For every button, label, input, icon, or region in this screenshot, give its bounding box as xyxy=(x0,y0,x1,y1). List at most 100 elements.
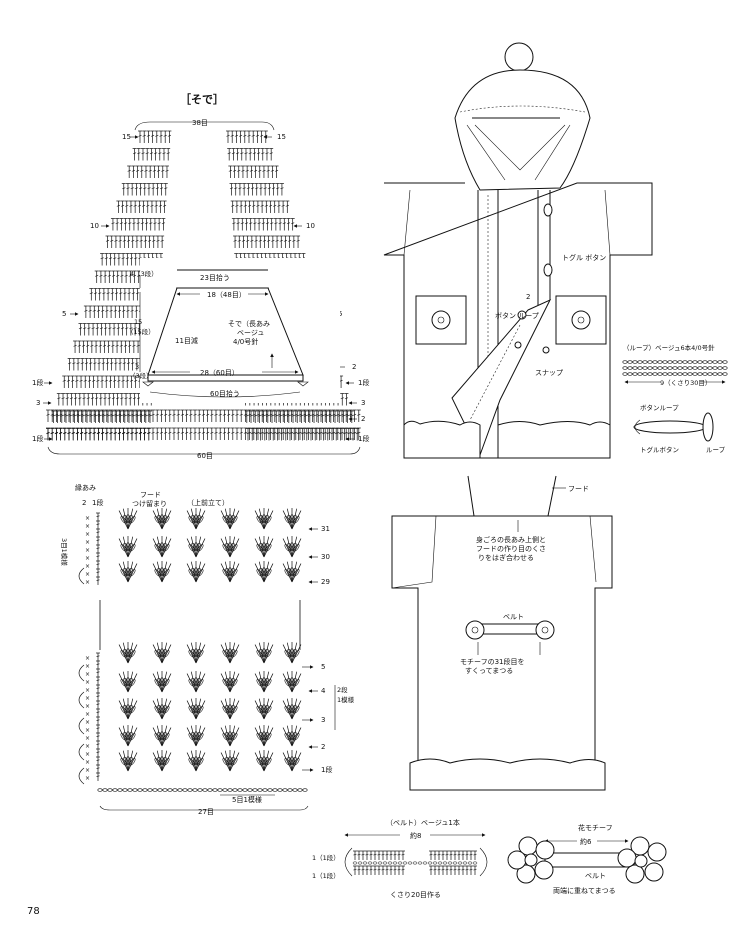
svg-text:×: × xyxy=(85,743,90,750)
body-chart: 縁あみ 2 1段 フード つけ留まり （上前立て） 3目1模様 ××××××××… xyxy=(60,483,355,816)
row-label: 1段 xyxy=(321,765,332,774)
schematic-title-2: ベージュ xyxy=(237,329,264,337)
hood-label-2: つけ留まり xyxy=(132,499,167,508)
schematic-title-3: 4/0号針 xyxy=(233,337,258,346)
motif-note-1: モチーフの31段目を xyxy=(460,657,525,666)
hood-label: フード xyxy=(568,485,589,493)
repeat-bottom: 5目1模様 xyxy=(232,795,262,804)
top-count-label: 38目 xyxy=(192,119,208,127)
back-note-1: 身ごろの長あみ上側と xyxy=(476,535,546,544)
belt-label: ベルト xyxy=(503,613,524,621)
svg-text:×: × xyxy=(85,775,90,782)
mid-rows-label: （15段） xyxy=(127,327,155,336)
belt-width: 約8 xyxy=(410,831,421,840)
row-label: 2 xyxy=(321,743,325,751)
row-label: 5 xyxy=(62,310,66,318)
loop-chain xyxy=(622,360,728,376)
loop-label: ループ xyxy=(706,446,726,454)
button-loop-label: ボタンループ xyxy=(640,403,679,412)
snap-label: スナップ xyxy=(535,369,563,377)
belt-stitch-field xyxy=(352,850,478,875)
svg-text:×: × xyxy=(85,571,90,578)
body-row-labels: 31 30 29 5 4 3 2 1段 xyxy=(321,525,332,774)
svg-text:×: × xyxy=(85,687,90,694)
flower-label: 花モチーフ xyxy=(578,823,613,832)
row-label: 2 xyxy=(352,363,356,371)
back-hem-fur xyxy=(409,758,606,791)
svg-text:×: × xyxy=(85,679,90,686)
loop-label: ボタン ループ xyxy=(495,311,539,320)
back-note-3: りをはぎ合わせる xyxy=(478,553,534,562)
top-width-label: 18（48目） xyxy=(207,291,246,299)
svg-text:×: × xyxy=(85,579,90,586)
row-label: 2 xyxy=(361,415,365,423)
loop-diagram: （ループ）ベージュ6本4/0号針 9（くさり30目） ボタンループ トグルボタン… xyxy=(622,343,728,454)
row-label: 1段 xyxy=(32,434,43,443)
edge-row-1: 1段 xyxy=(92,498,103,507)
svg-text:3目1模様: 3目1模様 xyxy=(60,538,69,566)
row-label: 31 xyxy=(321,525,330,533)
flower-right xyxy=(617,836,667,884)
hood-neck xyxy=(467,475,557,517)
sleeve-schematic: 23目拾う 18（48目） 4（3段） 15 （15段） 3 （3段） 11目減… xyxy=(127,258,340,403)
toggle-button-label: トグルボタン xyxy=(640,445,679,454)
svg-text:×: × xyxy=(85,759,90,766)
loop-title: （ループ）ベージュ6本4/0号針 xyxy=(623,343,715,352)
coat-back-drawing: フード 身ごろの長あみ上側と フードの作り目のくさ りをはぎ合わせる ベルト モ… xyxy=(391,475,613,791)
repeat-side-2: 1模様 xyxy=(337,695,355,704)
belt-title: （ベルト）ベージュ1本 xyxy=(386,818,460,827)
row-label: 3 xyxy=(36,399,40,407)
body-row-arrows xyxy=(302,527,318,772)
row-label: 1段 xyxy=(358,378,369,387)
motif-note-2: すくってまつる xyxy=(465,667,513,675)
svg-text:×: × xyxy=(85,767,90,774)
front-edge-label: （上前立て） xyxy=(187,498,229,507)
row-label: 3 xyxy=(361,399,365,407)
svg-text:×: × xyxy=(85,695,90,702)
belt-chain-label: くさり20目作る xyxy=(390,890,441,899)
svg-text:×: × xyxy=(85,547,90,554)
row-label: 10 xyxy=(90,222,99,230)
sleeve-row-labels-left: 15 10 5 1段 3 1段 xyxy=(32,133,131,443)
body-stitch-field: ××××××××××××××××××××××××× xyxy=(78,508,308,792)
svg-text:×: × xyxy=(85,515,90,522)
svg-text:×: × xyxy=(85,563,90,570)
row-label: 5 xyxy=(321,663,325,671)
svg-text:×: × xyxy=(85,671,90,678)
repeat-side-1: 2段 xyxy=(337,685,348,694)
svg-text:×: × xyxy=(85,539,90,546)
top-count-bracket xyxy=(134,121,275,131)
flower-motif-diagram: 花モチーフ 約6 ベルト 両端に重ねてまつる xyxy=(507,823,667,895)
upper-height-label: 4（3段） xyxy=(130,269,158,278)
sleeve-row-labels-right: 15 10 5 2 1段 3 2 1段 xyxy=(277,133,369,443)
repeat-top-label: 3目1模様 xyxy=(60,538,69,566)
sleeve-row-arrows xyxy=(43,135,357,441)
edge-label: 縁あみ xyxy=(75,483,96,492)
bottom-count-bracket xyxy=(47,446,361,455)
num-label: 2 xyxy=(526,293,530,301)
svg-text:×: × xyxy=(85,719,90,726)
flower-belt-label: ベルト xyxy=(585,872,606,880)
bottom-count-label: 60目 xyxy=(197,452,213,460)
svg-text:×: × xyxy=(85,727,90,734)
flower-note: 両端に重ねてまつる xyxy=(553,886,616,895)
low-height-label: 3 xyxy=(135,363,139,371)
svg-text:×: × xyxy=(85,663,90,670)
top-pick-label: 23目拾う xyxy=(200,273,230,282)
row-label: 15 xyxy=(122,133,131,141)
hood-label-1: フード xyxy=(140,491,161,499)
loop-length: 9（くさり30目） xyxy=(660,379,711,387)
svg-text:×: × xyxy=(85,531,90,538)
belt-row-1: 1（1段） xyxy=(312,853,340,862)
belt-diagram: （ベルト）ベージュ1本 約8 1（1段） 1（1段） くさり20目作る xyxy=(312,818,488,899)
hat-pompom xyxy=(504,42,534,72)
svg-text:×: × xyxy=(85,751,90,758)
back-note-2: フードの作り目のくさ xyxy=(476,544,546,553)
toggle-label: トグル ボタン xyxy=(562,253,606,262)
hood-outline xyxy=(454,69,591,191)
row-label: 15 xyxy=(277,133,286,141)
svg-text:×: × xyxy=(85,711,90,718)
svg-text:×: × xyxy=(85,555,90,562)
